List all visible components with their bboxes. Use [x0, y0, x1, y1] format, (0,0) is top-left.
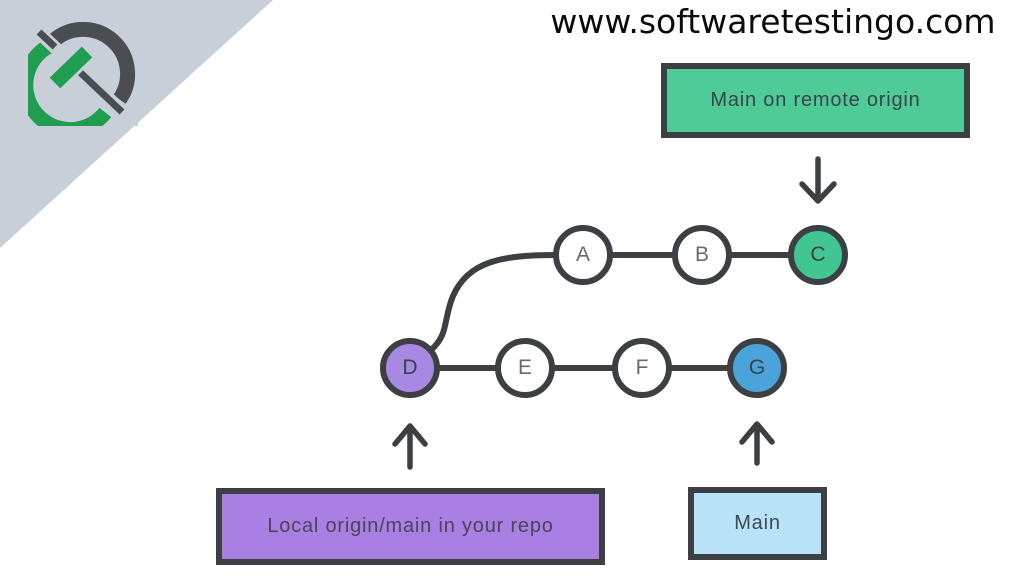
commit-node-b: B	[672, 225, 732, 285]
main-label: Main	[734, 512, 781, 534]
commit-node-label: G	[748, 356, 766, 379]
up-arrow-icon-local	[392, 423, 428, 470]
branch-curve-connector	[428, 252, 557, 353]
remote-origin-label: Main on remote origin	[710, 89, 921, 111]
remote-origin-label-box: Main on remote origin	[661, 63, 970, 138]
local-origin-label-box: Local origin/main in your repo	[216, 488, 605, 565]
commit-node-f: F	[612, 338, 672, 398]
website-url: www.softwaretestingo.com	[550, 2, 996, 41]
commit-node-c: C	[788, 225, 848, 285]
commit-node-label: D	[402, 356, 418, 379]
local-origin-label: Local origin/main in your repo	[267, 515, 554, 537]
commit-node-d: D	[380, 338, 440, 398]
commit-node-label: F	[635, 356, 649, 379]
commit-node-label: A	[575, 243, 590, 266]
commit-node-e: E	[495, 338, 555, 398]
commit-node-label: E	[517, 356, 532, 379]
commit-node-g: G	[727, 338, 787, 398]
commit-node-label: B	[694, 243, 709, 266]
softwaretestingo-gavel-logo-icon	[28, 22, 138, 126]
down-arrow-icon	[799, 156, 837, 204]
commit-node-label: C	[810, 243, 826, 266]
commit-node-a: A	[553, 225, 613, 285]
up-arrow-icon-main	[739, 421, 775, 466]
main-label-box: Main	[688, 487, 827, 560]
